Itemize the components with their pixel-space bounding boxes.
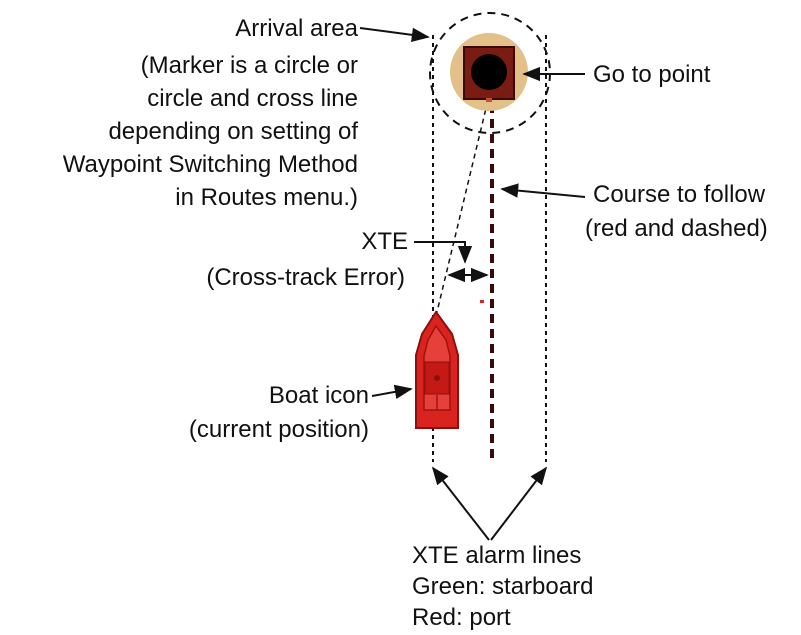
arrival-area-note-1: (Marker is a circle or (140, 52, 358, 79)
arrival-area-arrow (359, 27, 430, 43)
alarm-arrow-port (431, 466, 490, 541)
alarm-starboard-label: Green: starboard (412, 573, 594, 600)
course-label-1: Course to follow (593, 181, 766, 208)
alarm-label: XTE alarm lines (412, 542, 582, 569)
boat-arrow (371, 384, 413, 399)
waypoint-marker-icon (450, 33, 528, 111)
bearing-line (435, 99, 489, 317)
arrival-area-note-5: in Routes menu.) (175, 184, 358, 211)
boat-label: Boat icon (268, 382, 369, 409)
boat-sublabel: (current position) (188, 416, 369, 443)
arrival-area-note-4: Waypoint Switching Method (62, 151, 358, 178)
boat-icon (415, 310, 459, 429)
xte-sublabel: (Cross-track Error) (206, 264, 405, 291)
xte-label: XTE (361, 228, 408, 255)
alarm-port-label: Red: port (412, 604, 511, 631)
course-tick (480, 300, 484, 303)
alarm-arrow-starboard (490, 466, 548, 541)
course-label-2: (red and dashed) (585, 215, 768, 242)
course-arrow (500, 183, 586, 198)
arrival-area-note-3: depending on setting of (108, 118, 358, 145)
arrival-area-note-2: circle and cross line (147, 85, 358, 112)
go-to-point-label: Go to point (593, 61, 711, 88)
arrival-area-title: Arrival area (235, 15, 358, 42)
xte-leader (414, 241, 473, 264)
